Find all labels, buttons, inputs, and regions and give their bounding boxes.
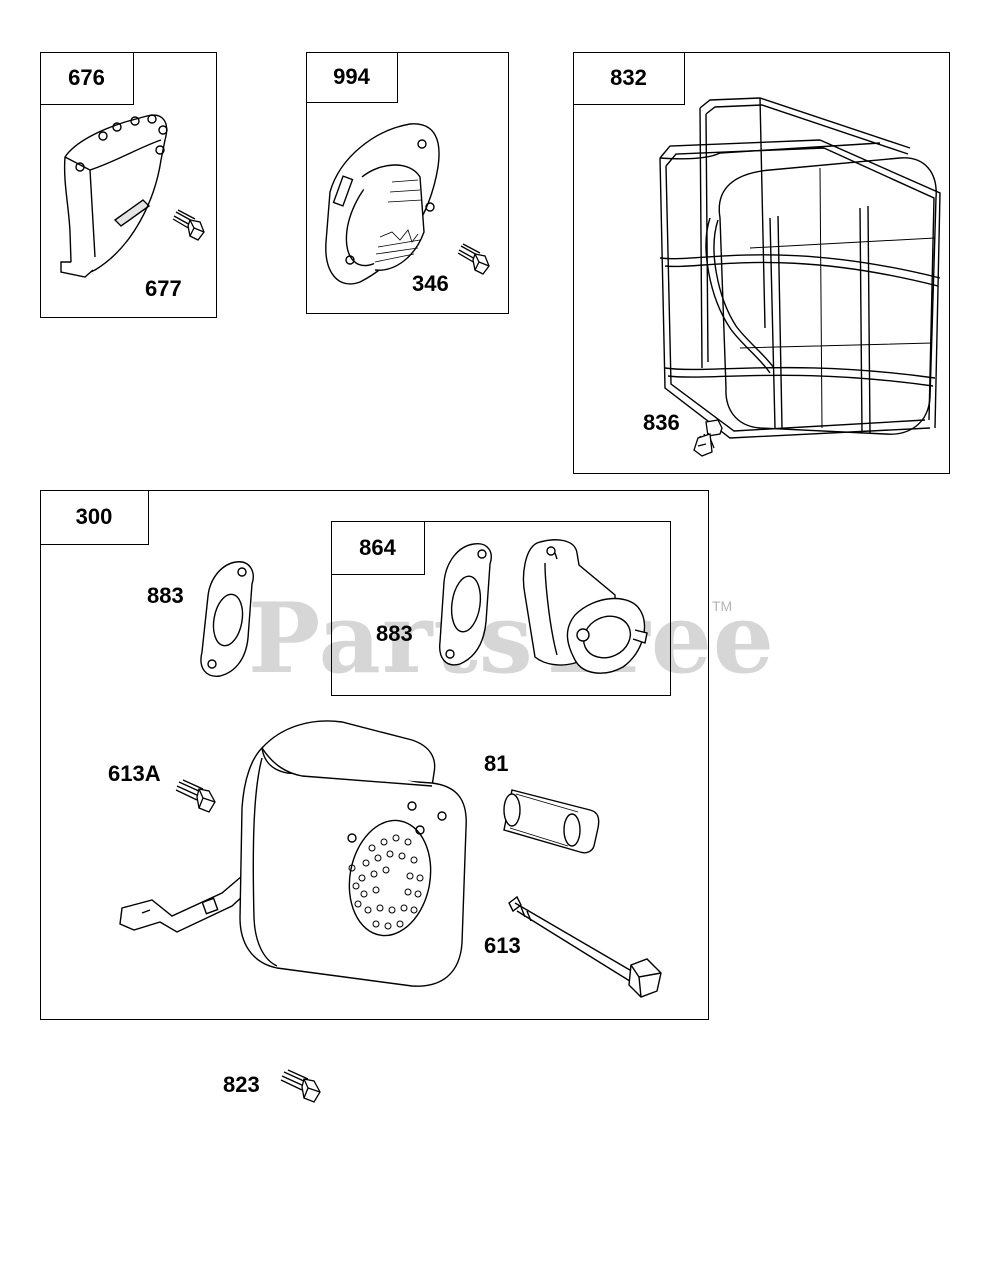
label-613: 613: [484, 933, 521, 958]
label-836: 836: [643, 410, 680, 435]
label-864-883: 883: [376, 621, 413, 646]
screw-823-icon: [280, 1070, 325, 1106]
watermark-brand: PartsTree: [248, 582, 775, 695]
assembly-832-tag: 832: [572, 51, 685, 105]
label-346: 346: [412, 271, 449, 296]
screw-677-icon: [170, 210, 210, 244]
screw-836-icon: [692, 418, 726, 458]
assembly-676-tag: 676: [39, 51, 134, 105]
label-883: 883: [147, 583, 184, 608]
heat-shield-icon: [55, 112, 175, 287]
assembly-994-box: 994: [305, 51, 509, 314]
label-81: 81: [484, 751, 509, 776]
label-823: 823: [223, 1072, 260, 1097]
assembly-676-box: 676: [39, 51, 217, 318]
deflector-icon: [498, 788, 600, 856]
assembly-864-tag: 864: [330, 520, 425, 575]
muffler-guard-icon: [640, 98, 945, 448]
assembly-832-box: 832: [572, 51, 950, 474]
label-677: 677: [145, 276, 182, 301]
spark-arrester-icon: [320, 122, 450, 292]
exhaust-adapter-icon: [515, 535, 655, 680]
assembly-300-tag: 300: [39, 489, 149, 545]
bolt-613-icon: [505, 893, 665, 1003]
assembly-994-tag: 994: [305, 51, 398, 103]
screw-613a-icon: [175, 780, 220, 816]
screw-346-icon: [455, 244, 495, 278]
gasket-883-icon: [196, 560, 258, 678]
assembly-300-box: 300: [39, 489, 709, 1020]
gasket-864-icon: [436, 542, 498, 667]
muffler-icon: [112, 718, 472, 990]
assembly-864-box: 864: [330, 520, 671, 696]
label-613a: 613A: [108, 761, 161, 786]
watermark-trademark: TM: [712, 598, 733, 614]
